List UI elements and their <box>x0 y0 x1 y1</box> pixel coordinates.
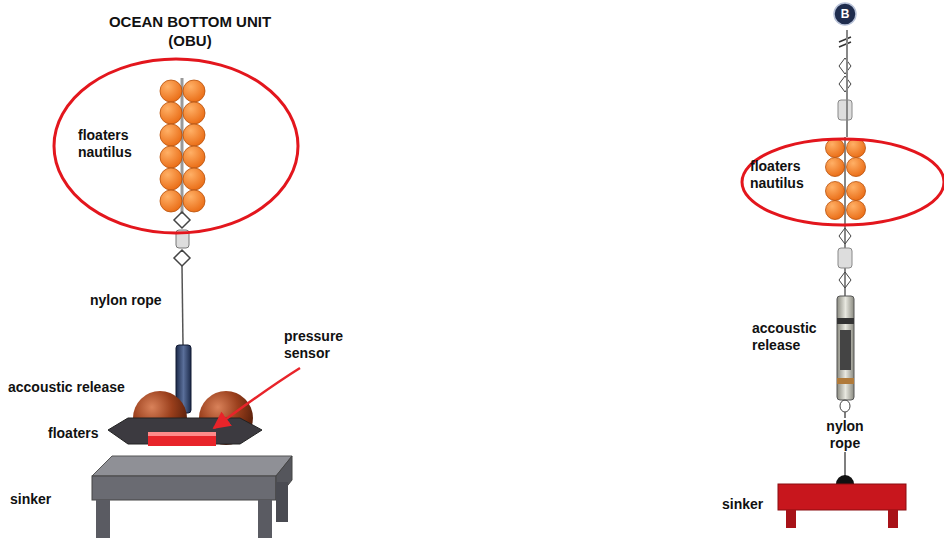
shackle <box>174 212 190 228</box>
float-ball <box>826 139 845 158</box>
sinker <box>778 484 906 510</box>
sinker-leg <box>786 510 796 528</box>
float-ball <box>183 190 205 212</box>
release-window <box>840 330 851 370</box>
float-ball <box>826 182 845 201</box>
sinker-leg <box>258 500 272 538</box>
shackle <box>839 228 851 244</box>
leader-arrow <box>214 368 300 428</box>
diagram-title: OCEAN BOTTOM UNIT (OBU) <box>100 12 280 50</box>
shackle <box>174 250 190 266</box>
float-ball <box>183 80 205 102</box>
shackle <box>839 58 851 74</box>
sinker-leg <box>96 500 110 538</box>
acoustic-release <box>837 296 854 400</box>
part-label: floaters <box>48 425 118 442</box>
float-ball <box>847 201 866 220</box>
float-ball <box>183 102 205 124</box>
swivel <box>838 248 852 268</box>
float-ball <box>160 80 182 102</box>
float-chain <box>181 78 184 214</box>
sinker-top <box>92 456 292 476</box>
pressure-sensor-highlight <box>148 432 216 436</box>
float-group-ellipse: floaters nautilus <box>740 137 944 227</box>
part-label: sinker <box>722 496 778 513</box>
release-band <box>837 378 854 384</box>
group-label: floaters nautilus <box>78 127 142 161</box>
swivel <box>838 100 852 120</box>
anchor-eye <box>836 475 854 484</box>
sinker-leg <box>276 482 288 522</box>
float-ball <box>160 190 182 212</box>
line-break-mark <box>839 37 851 47</box>
float-ball <box>826 201 845 220</box>
sinker-leg <box>888 510 898 528</box>
float-ball <box>160 146 182 168</box>
nautilus-floats <box>160 80 205 212</box>
float-ball <box>183 124 205 146</box>
nautilus-floats <box>826 139 866 220</box>
float-ball <box>183 168 205 190</box>
part-label: accoustic release <box>8 379 158 396</box>
group-label: floaters nautilus <box>750 158 814 192</box>
part-label: nylon rope <box>90 292 176 309</box>
marker-circle <box>834 3 856 25</box>
float-ball <box>847 182 866 201</box>
release-band <box>837 318 854 324</box>
float-group-ellipse: floaters nautilus <box>52 57 300 235</box>
shackle <box>839 76 851 92</box>
shackle <box>839 272 851 288</box>
float-ball <box>160 124 182 146</box>
float-ball <box>183 146 205 168</box>
marker-letter: B <box>833 2 857 26</box>
part-label: pressure sensor <box>284 328 356 362</box>
float-ball <box>826 158 845 177</box>
part-label: accoustic release <box>752 320 834 354</box>
mooring-line <box>846 30 848 137</box>
float-ball <box>160 102 182 124</box>
highlight-ellipse <box>54 59 298 233</box>
buoy-marker: B <box>833 2 861 30</box>
float-ball <box>847 139 866 158</box>
pressure-sensor <box>148 432 216 446</box>
nylon-rope <box>182 266 183 345</box>
part-label: nylon rope <box>821 418 869 452</box>
float-ball <box>847 158 866 177</box>
right-mooring <box>778 37 906 528</box>
shackle <box>840 400 850 412</box>
part-label: sinker <box>10 491 80 508</box>
float-ball <box>160 168 182 190</box>
highlight-ellipse <box>742 139 944 225</box>
sinker-front <box>92 476 276 500</box>
